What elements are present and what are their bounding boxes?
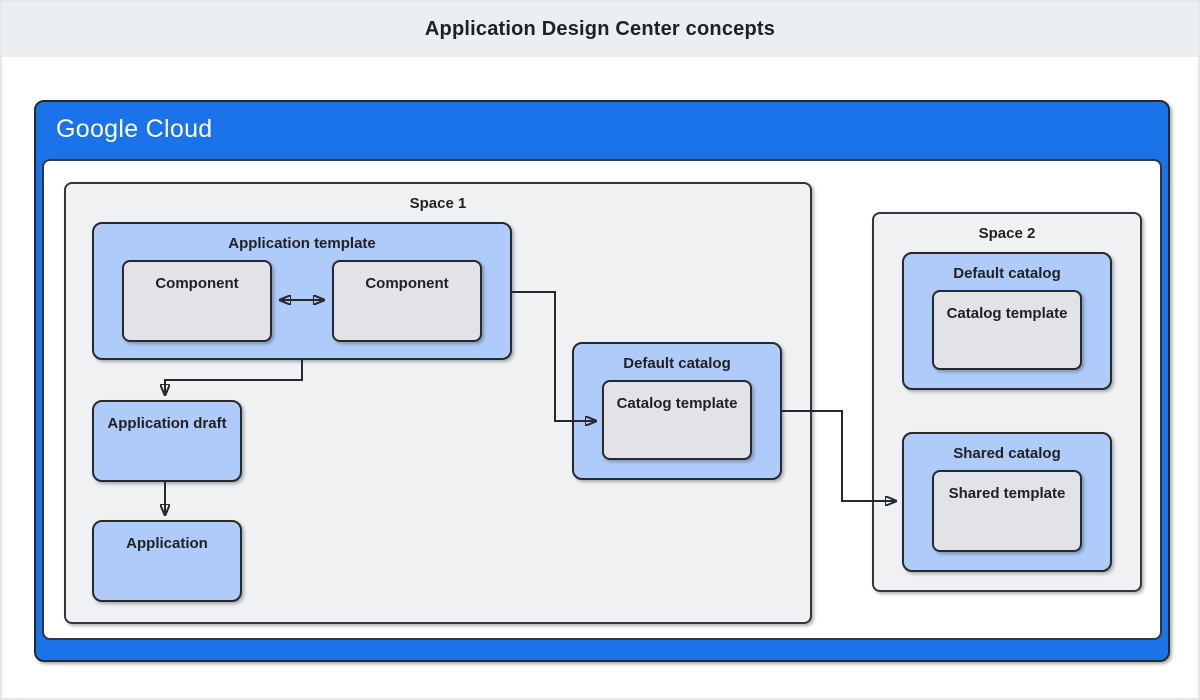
- default-catalog-space1-label: Default catalog: [623, 355, 731, 372]
- catalog-template-space1-label: Catalog template: [616, 395, 738, 412]
- application-label: Application: [126, 535, 208, 552]
- application-node: Application: [92, 520, 242, 602]
- catalog-template-space1-node: Catalog template: [602, 380, 752, 460]
- shared-template-node: Shared template: [932, 470, 1082, 552]
- default-catalog-space2-label: Default catalog: [953, 265, 1061, 282]
- component-1-node: Component: [122, 260, 272, 342]
- shared-catalog-label: Shared catalog: [953, 445, 1061, 462]
- application-template-label: Application template: [228, 235, 376, 252]
- page-header: Application Design Center concepts: [2, 2, 1198, 57]
- component-2-node: Component: [332, 260, 482, 342]
- space-1-label: Space 1: [409, 195, 467, 212]
- google-cloud-logo: Google Cloud: [56, 115, 213, 143]
- component-2-label: Component: [365, 275, 449, 292]
- catalog-template-space2-label: Catalog template: [946, 305, 1068, 322]
- component-1-label: Component: [155, 275, 239, 292]
- application-draft-node: Application draft: [92, 400, 242, 482]
- shared-template-label: Shared template: [948, 485, 1066, 502]
- space-2-label: Space 2: [978, 225, 1036, 242]
- application-draft-label: Application draft: [107, 415, 227, 432]
- catalog-template-space2-node: Catalog template: [932, 290, 1082, 370]
- page-title: Application Design Center concepts: [424, 18, 776, 40]
